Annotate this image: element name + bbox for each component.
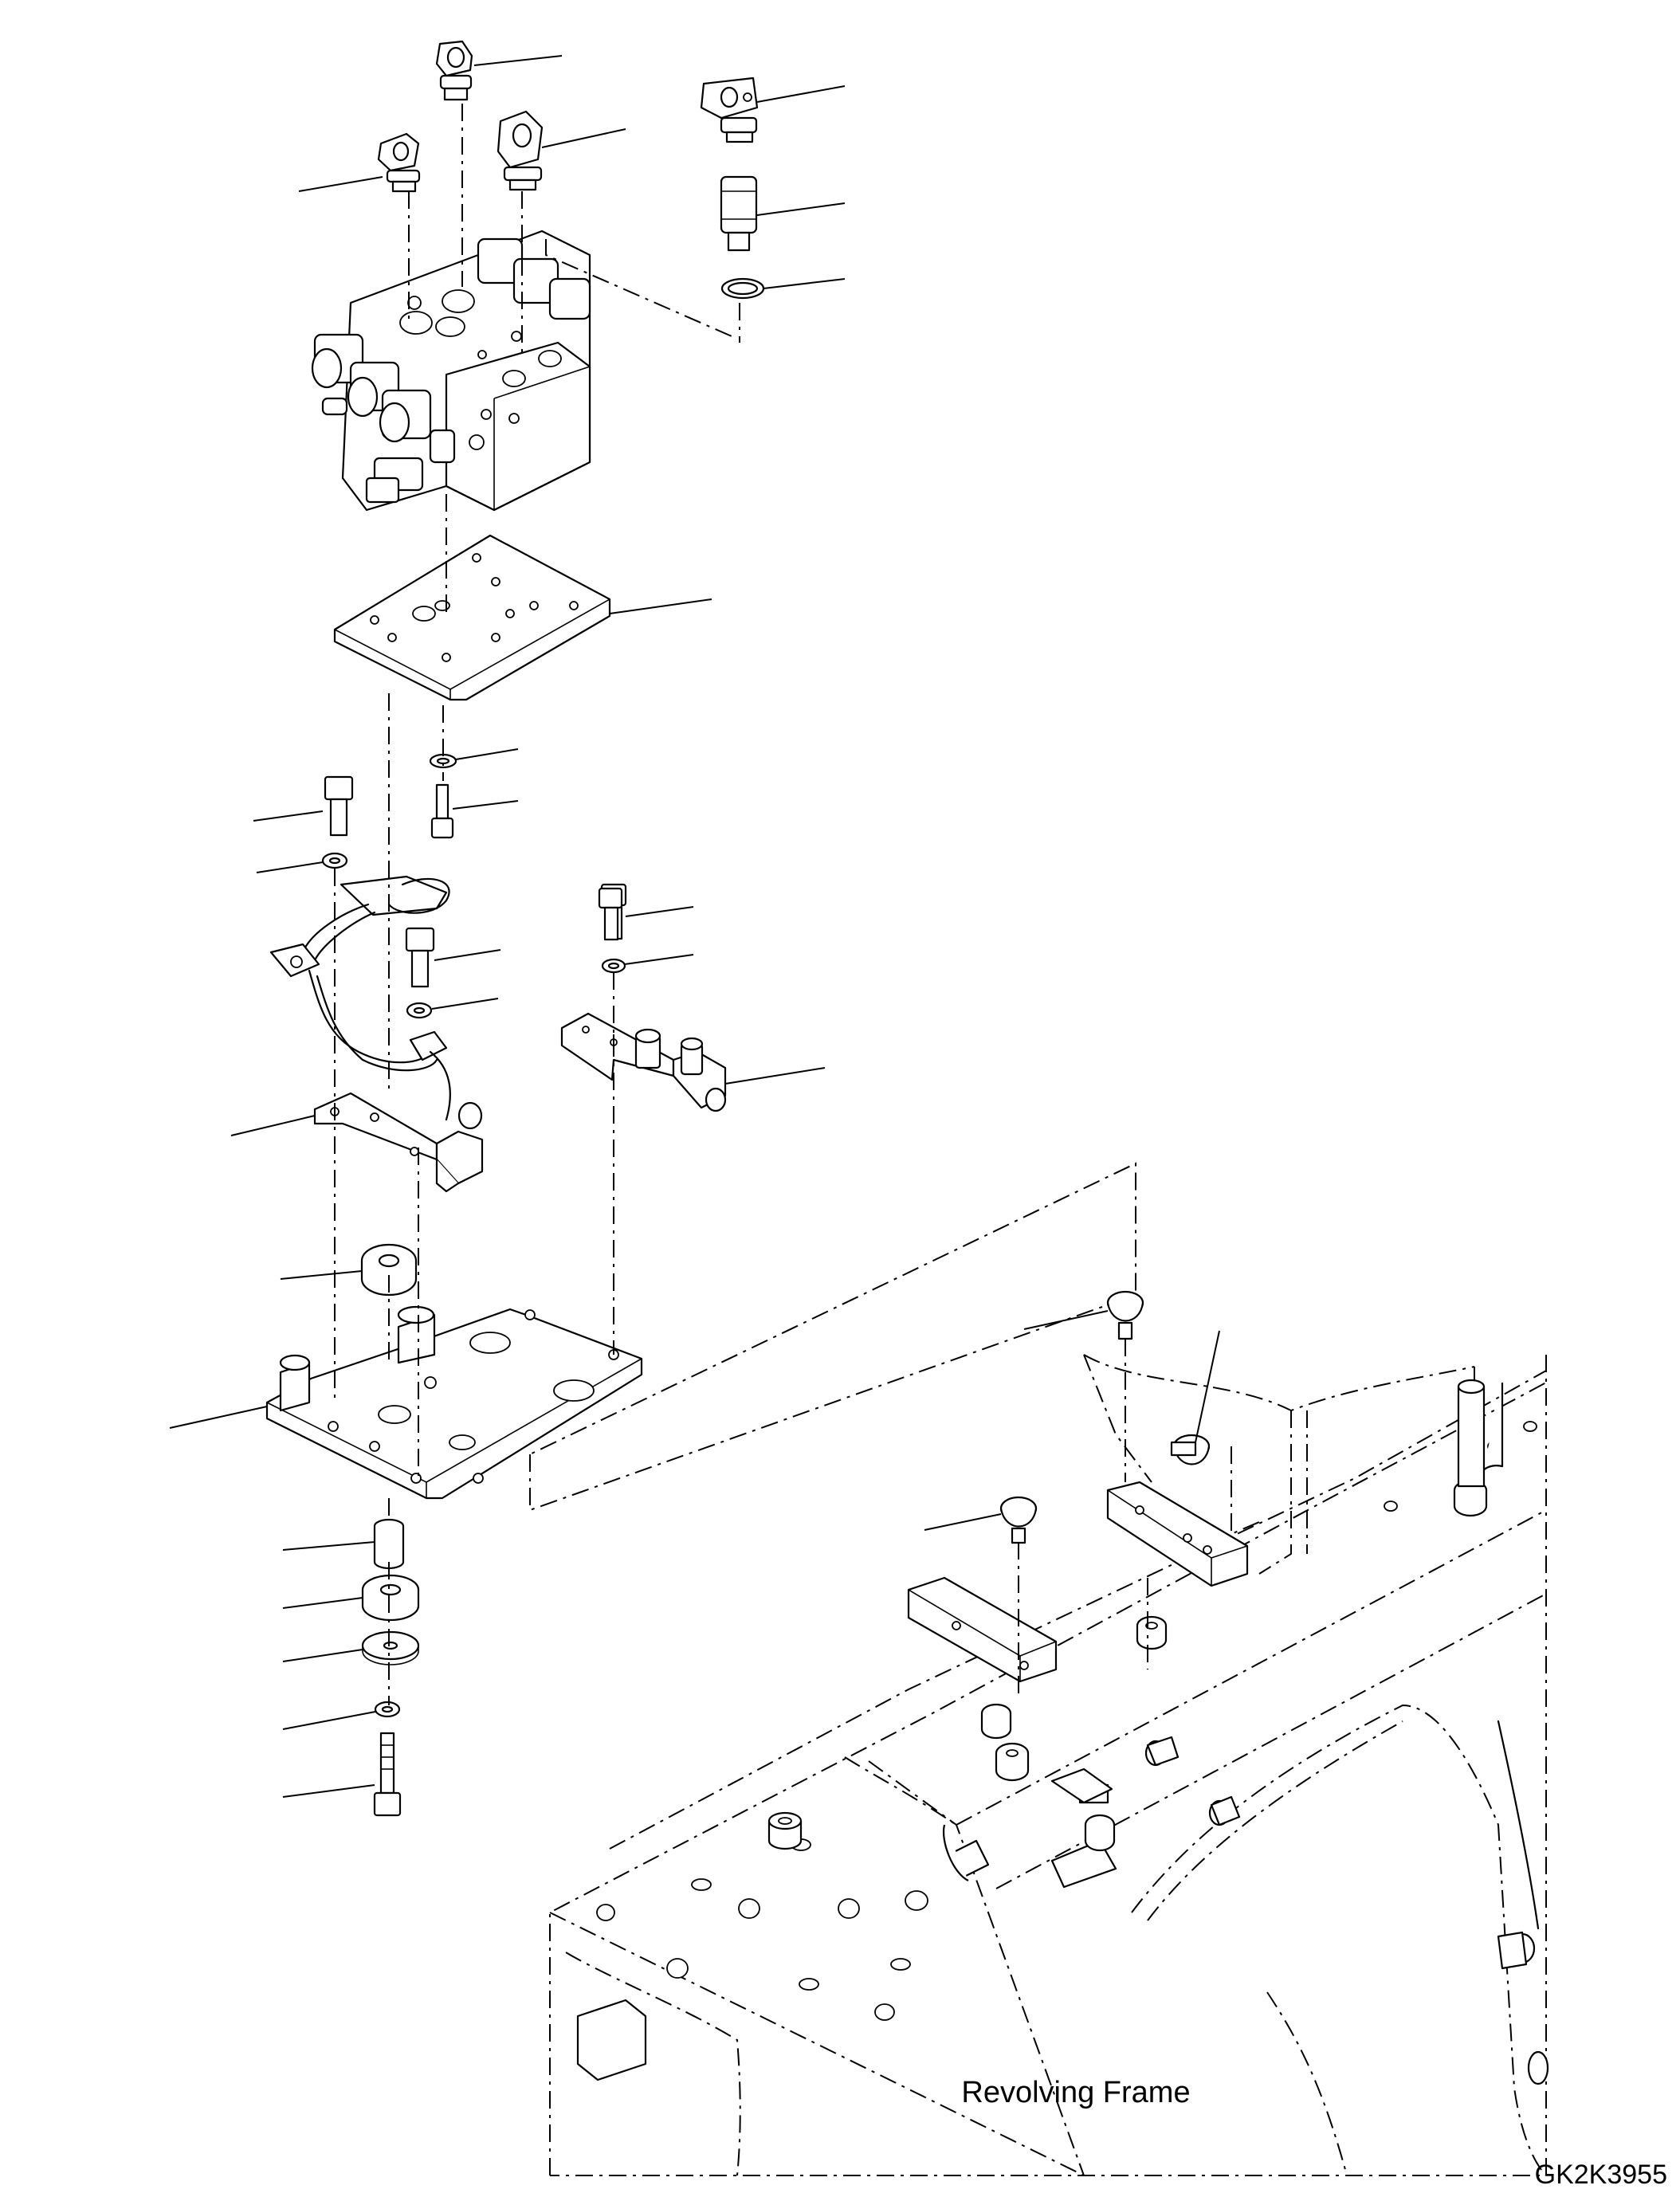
assembly-centerlines [334,104,1136,1705]
bolt-e [598,887,623,941]
elbow-fitting-2 [298,132,421,193]
plate-washer [282,1630,420,1665]
washer-d [601,954,694,974]
bolt-a [430,783,519,839]
bracket-right [560,1012,826,1112]
mount-bolt-2 [1170,1330,1220,1465]
mount-bolt-1 [1023,1290,1144,1340]
valve-mounting-plate [333,534,712,701]
control-valve-assembly [311,230,591,512]
elbow-fitting-1 [435,40,563,101]
mount-bolt-3 [924,1496,1038,1544]
o-ring [720,277,846,300]
bolt-c [405,927,501,988]
bracket-left [230,1092,484,1193]
base-mounting-plate [169,1305,643,1500]
elbow-fitting-3 [497,110,626,191]
rubber-mount [282,1574,420,1622]
bolt-f [282,1732,402,1817]
washer-b [256,852,348,873]
washer-e [282,1701,401,1730]
wire-harness [269,875,451,1121]
elbow-fitting-4 [700,77,846,143]
spacer-boss [280,1243,418,1297]
revolving-frame-label: Revolving Frame [961,2076,1190,2109]
drawing-code: GK2K3955 [1535,2160,1667,2190]
bolt-b [253,775,354,837]
washer-c [406,998,499,1019]
frame-centerlines [1018,1339,1260,1697]
revolving-frame [549,1354,1549,2176]
adapter-fitting [720,175,846,252]
collar [282,1518,405,1570]
